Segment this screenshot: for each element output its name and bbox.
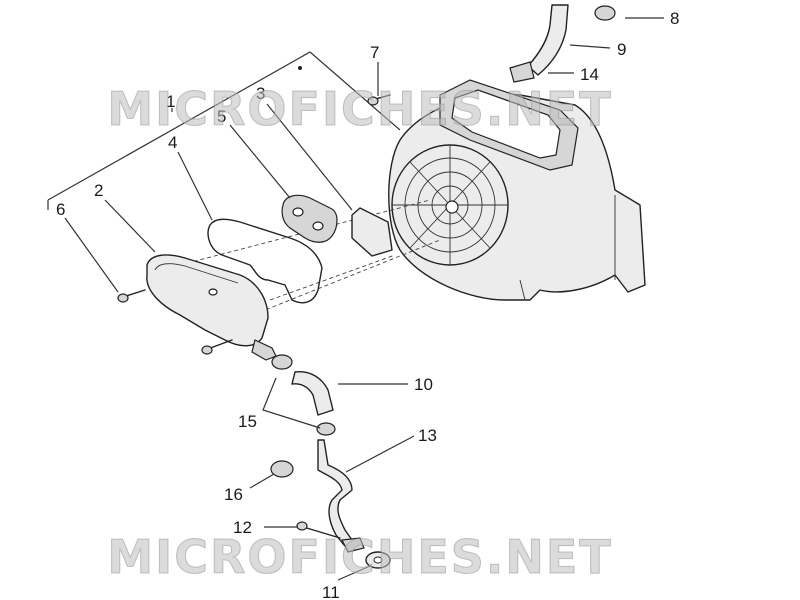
- filter-part-5: [281, 194, 338, 243]
- small-plate-part-3: [351, 207, 393, 257]
- fan-cover-housing: [388, 79, 646, 301]
- label-9: 9: [617, 40, 626, 59]
- label-10: 10: [414, 375, 433, 394]
- cover-part-2: [146, 254, 277, 361]
- label-15: 15: [238, 412, 257, 431]
- label-7: 7: [370, 43, 379, 62]
- label-4: 4: [168, 133, 177, 152]
- gasket-part-4: [207, 218, 323, 304]
- label-14: 14: [580, 65, 599, 84]
- bottom-fasteners: [296, 521, 391, 569]
- elbow-part-10: [271, 354, 334, 416]
- part-labels: 1 2 3 4 5 6 7 8 9 10 11 12 13 14 15 16: [56, 9, 679, 600]
- leader-lines: [64, 17, 664, 581]
- label-11: 11: [322, 583, 340, 600]
- label-1: 1: [166, 92, 175, 111]
- clamp-part-16: [270, 460, 294, 478]
- label-3: 3: [256, 84, 265, 103]
- top-hose-parts: [509, 4, 616, 83]
- label-8: 8: [670, 9, 679, 28]
- clamps-part-15: [316, 422, 336, 436]
- screw-part-7: [367, 94, 391, 106]
- tube-part-13: [317, 439, 353, 546]
- label-6: 6: [56, 200, 65, 219]
- label-2: 2: [94, 181, 103, 200]
- label-12: 12: [233, 518, 252, 537]
- bracket-dot: [298, 66, 302, 70]
- label-5: 5: [217, 107, 226, 126]
- label-13: 13: [418, 426, 437, 445]
- label-16: 16: [224, 485, 243, 504]
- screws-part-6: [117, 289, 233, 355]
